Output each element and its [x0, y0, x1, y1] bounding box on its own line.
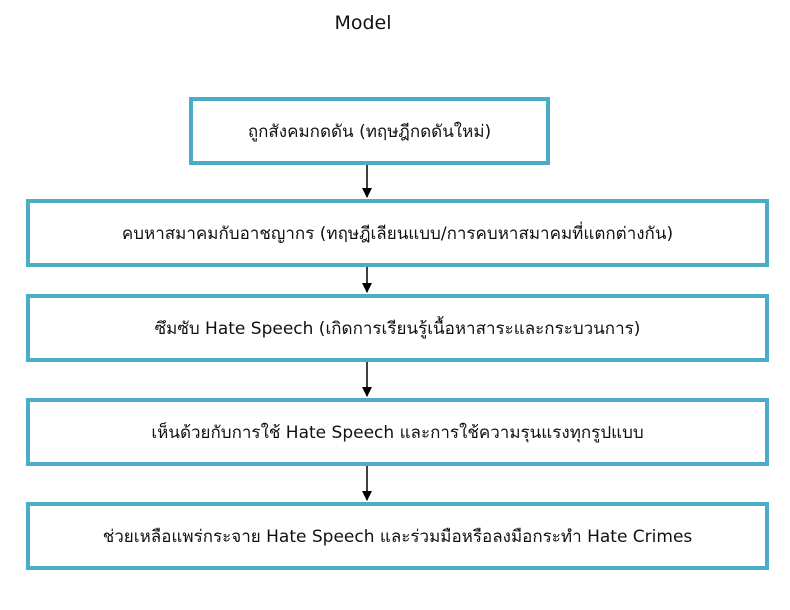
step-box-3: ซึมซับ Hate Speech (เกิดการเรียนรู้เนื้อ… — [26, 294, 769, 362]
step-box-2: คบหาสมาคมกับอาชญากร (ทฤษฎีเลียนแบบ/การคบ… — [26, 199, 769, 267]
step-label-4: เห็นด้วยกับการใช้ Hate Speech และการใช้ค… — [151, 422, 644, 443]
diagram-title: Model — [334, 12, 392, 34]
step-label-3: ซึมซับ Hate Speech (เกิดการเรียนรู้เนื้อ… — [154, 318, 641, 339]
step-label-5: ช่วยเหลือแพร่กระจาย Hate Speech และร่วมม… — [102, 526, 693, 547]
step-label-2: คบหาสมาคมกับอาชญากร (ทฤษฎีเลียนแบบ/การคบ… — [121, 223, 674, 244]
step-box-1: ถูกสังคมกดดัน (ทฤษฎีกดดันใหม่) — [189, 97, 550, 165]
step-label-1: ถูกสังคมกดดัน (ทฤษฎีกดดันใหม่) — [247, 121, 492, 142]
step-box-5: ช่วยเหลือแพร่กระจาย Hate Speech และร่วมม… — [26, 502, 769, 570]
step-box-4: เห็นด้วยกับการใช้ Hate Speech และการใช้ค… — [26, 398, 769, 466]
